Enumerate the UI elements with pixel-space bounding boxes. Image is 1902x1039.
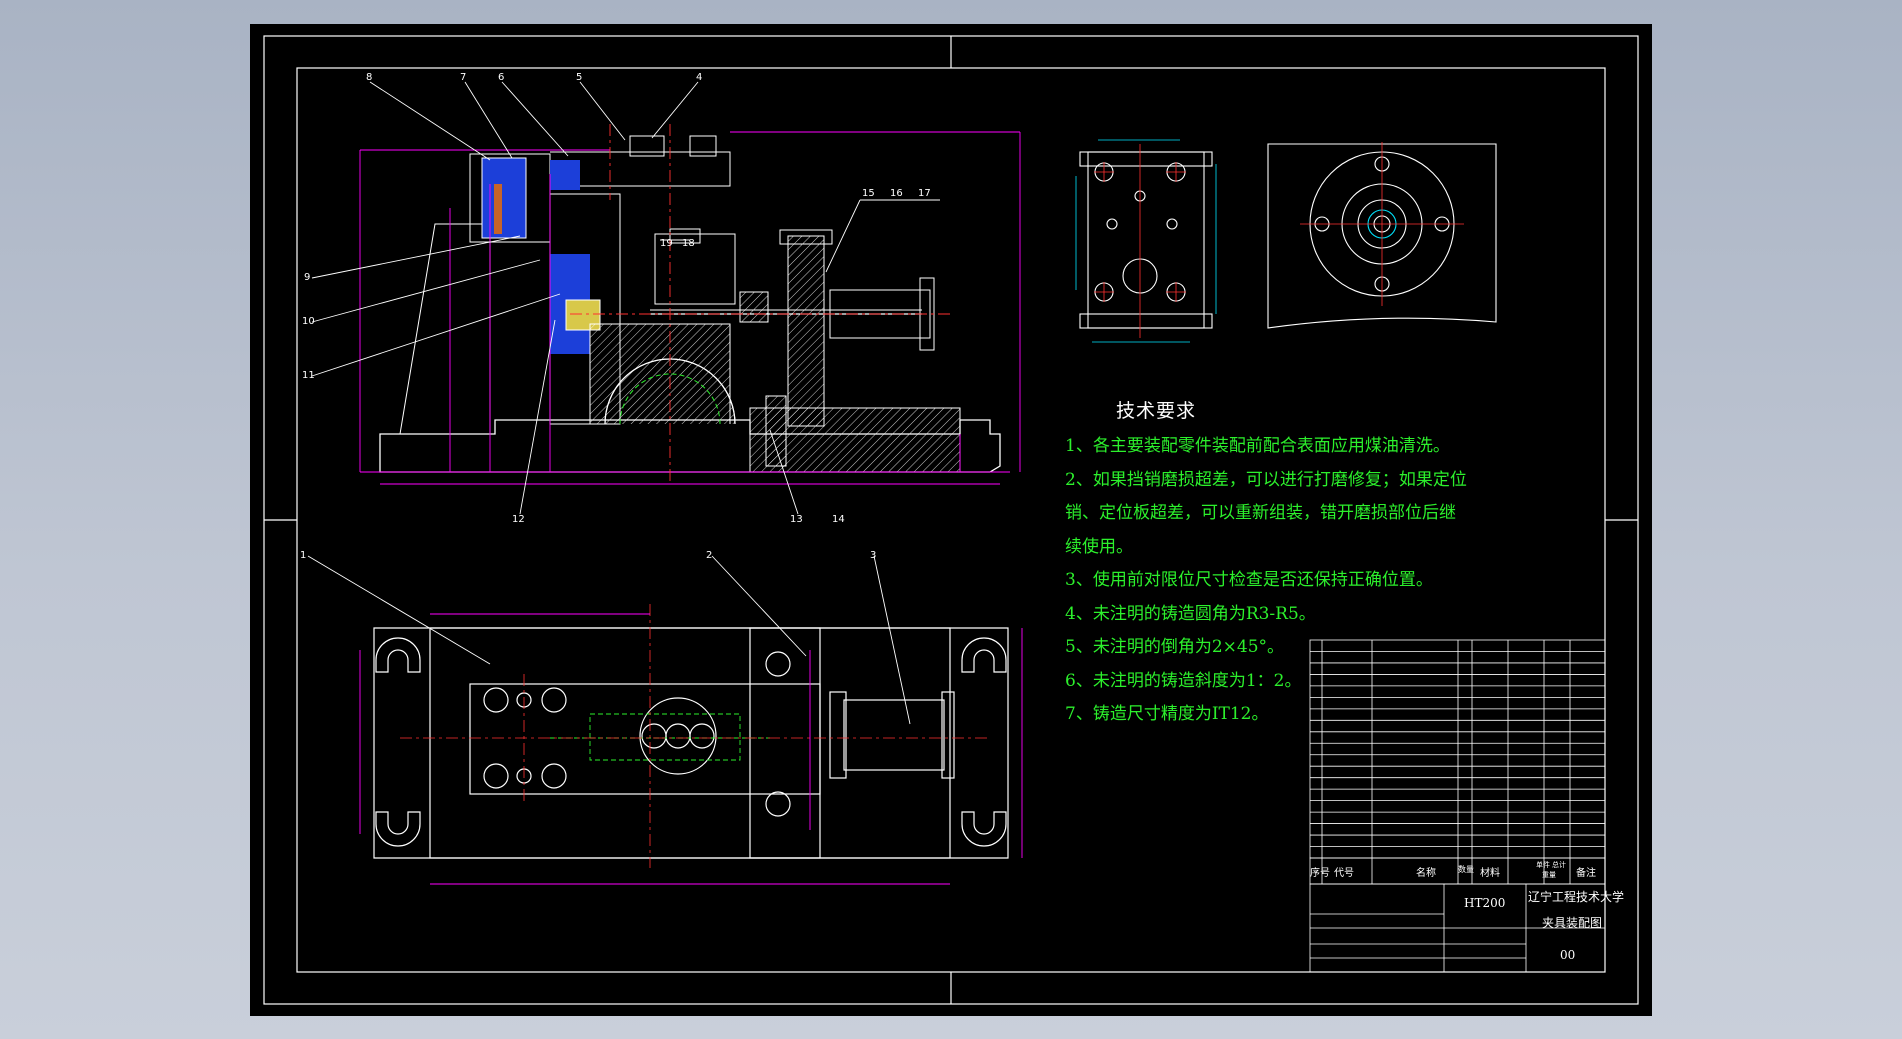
header-qty: 数量 <box>1458 865 1474 874</box>
parts-list <box>1309 639 1606 973</box>
drawing-canvas: 8 7 6 5 4 15 16 17 19 18 9 10 11 12 13 1… <box>263 35 1639 1005</box>
top-arm <box>550 151 731 187</box>
tech-req-item: 3、使用前对限位尺寸检查是否还保持正确位置。 <box>1065 570 1433 590</box>
front-callouts: 8 7 6 5 4 15 16 17 19 18 9 10 11 12 13 1… <box>302 72 931 525</box>
left-nut <box>739 291 769 323</box>
callout-10: 10 <box>302 316 315 327</box>
callout-3: 3 <box>870 550 876 561</box>
header-seq: 序号 <box>1310 868 1330 879</box>
header-remark: 备注 <box>1576 868 1596 879</box>
tech-req-item: 销、定位板超差，可以重新组装，错开磨损部位后继 <box>1065 503 1456 523</box>
callout-14: 14 <box>832 514 845 525</box>
front-centerlines <box>570 124 950 484</box>
blue-bolt-block <box>481 157 527 239</box>
top-right-block <box>749 627 821 859</box>
side-view <box>1075 139 1217 343</box>
tech-req-title: 技术要求 <box>1116 400 1197 422</box>
arch-hatch <box>589 323 736 425</box>
side-plate <box>1087 151 1205 329</box>
round-frame <box>1267 143 1497 329</box>
bracket-top <box>669 228 701 244</box>
tech-req-item: 1、各主要装配零件装配前配合表面应用煤油清洗。 <box>1065 436 1450 456</box>
side-bracket <box>654 233 736 305</box>
callout-2: 2 <box>706 550 712 561</box>
front-dimensions <box>359 131 1021 485</box>
callout-8: 8 <box>366 72 372 83</box>
pillar-cap <box>779 229 833 245</box>
callout-1: 1 <box>300 550 306 561</box>
tech-req-item: 7、铸造尺寸精度为IT12。 <box>1065 704 1269 724</box>
title-material: HT200 <box>1464 896 1506 910</box>
blue-insert <box>550 160 580 190</box>
callout-12: 12 <box>512 514 525 525</box>
header-code: 代号 <box>1334 868 1354 879</box>
top-view <box>307 555 1023 885</box>
hatch-block-low <box>765 395 787 467</box>
top-base <box>373 627 1009 859</box>
callout-17: 17 <box>918 188 931 199</box>
arm-nut <box>629 135 665 157</box>
tech-req-item: 6、未注明的铸造斜度为1：2。 <box>1065 670 1302 691</box>
drawing-sheet: 8 7 6 5 4 15 16 17 19 18 9 10 11 12 13 1… <box>250 24 1652 1016</box>
front-section-view <box>311 81 1021 515</box>
top-slots <box>375 637 1007 847</box>
top-body <box>429 627 951 859</box>
front-leaders <box>311 81 940 515</box>
tech-req-item: 续使用。 <box>1065 536 1133 557</box>
top-clamp-plate <box>469 683 821 795</box>
round-view <box>1267 142 1497 329</box>
right-pillar <box>787 235 825 427</box>
callout-5: 5 <box>576 72 582 83</box>
header-total: 总计 <box>1552 861 1566 869</box>
callout-15: 15 <box>862 188 875 199</box>
callout-6: 6 <box>498 72 504 83</box>
callout-18: 18 <box>682 238 695 249</box>
tech-req-item: 2、如果挡销磨损超差，可以进行打磨修复；如果定位 <box>1065 469 1467 490</box>
callout-13: 13 <box>790 514 803 525</box>
tech-req-item: 4、未注明的铸造圆角为R3-R5。 <box>1065 603 1316 624</box>
title-drawing-name: 夹具装配图 <box>1542 916 1603 930</box>
column <box>399 223 491 435</box>
top-callouts: 1 2 3 <box>300 550 876 561</box>
tech-req-list: 1、各主要装配零件装配前配合表面应用煤油清洗。 2、如果挡销磨损超差，可以进行打… <box>1065 430 1535 732</box>
base-plate <box>379 419 1001 473</box>
callout-4: 4 <box>696 72 702 83</box>
tech-req-item: 5、未注明的倒角为2×45°。 <box>1065 637 1285 657</box>
callout-11: 11 <box>302 370 315 381</box>
header-weight: 重量 <box>1542 871 1556 879</box>
arm-nut-2 <box>689 135 717 157</box>
title-drawing-number: 00 <box>1560 948 1576 962</box>
header-material: 材料 <box>1480 868 1500 879</box>
title-school: 辽宁工程技术大学 <box>1528 890 1625 904</box>
callout-19: 19 <box>660 238 673 249</box>
callout-7: 7 <box>460 72 466 83</box>
header-unit: 单件 <box>1536 861 1550 869</box>
top-cylinder <box>843 699 945 771</box>
center-marks <box>264 36 1638 1004</box>
callout-16: 16 <box>890 188 903 199</box>
brown-bolt <box>494 184 502 234</box>
callout-9: 9 <box>304 272 310 283</box>
header-name: 名称 <box>1416 868 1436 879</box>
